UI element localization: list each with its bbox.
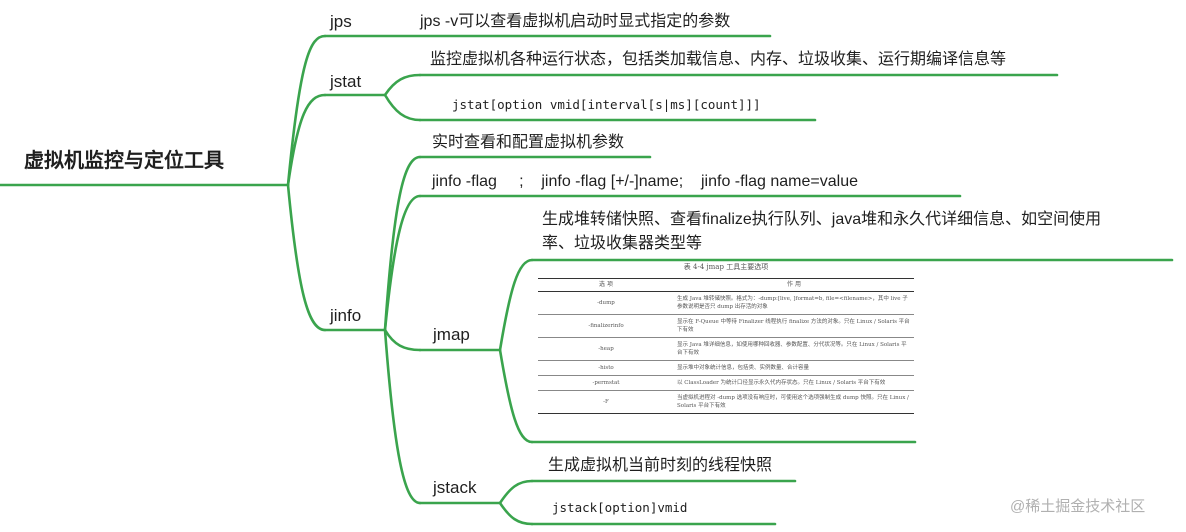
effect-cell: 显示在 F-Queue 中等待 Finalizer 线程执行 finalize …: [674, 314, 914, 338]
option-cell: -dump: [538, 291, 674, 315]
jinfo-desc: 实时查看和配置虚拟机参数: [432, 134, 625, 151]
jstack-desc: 生成虚拟机当前时刻的线程快照: [548, 457, 773, 474]
edge-jstat-desc: [383, 73, 422, 97]
table-header-effect: 作 用: [674, 278, 914, 292]
effect-cell: 生成 Java 堆转储快照。格式为：-dump:[live, ]format=b…: [674, 291, 914, 315]
node-jps: jps: [330, 12, 352, 31]
table-caption: 表 4-4 jmap 工具主要选项: [683, 263, 769, 271]
options-table: 选 项 作 用 -dump 生成 Java 堆转储快照。格式为：-dump:[l…: [538, 278, 914, 414]
table-row: -dump 生成 Java 堆转储快照。格式为：-dump:[live, ]fo…: [538, 291, 914, 315]
root-title: 虚拟机监控与定位工具: [24, 150, 224, 172]
effect-cell: 当虚拟机进程对 -dump 选项没有响应时，可使用这个选项强制生成 dump 快…: [674, 390, 914, 414]
watermark: @稀土掘金技术社区: [1010, 498, 1146, 515]
edge-jinfo: [286, 183, 327, 332]
edge-jinfo-usage: [383, 194, 422, 332]
option-cell: -finalizerinfo: [538, 314, 674, 338]
option-cell: -permstat: [538, 375, 674, 391]
edge-jstat-code: [383, 93, 422, 122]
jps-desc: jps -v可以查看虚拟机启动时显式指定的参数: [420, 13, 731, 30]
table-row: -finalizerinfo 显示在 F-Queue 中等待 Finalizer…: [538, 314, 914, 338]
effect-cell: 以 ClassLoader 为统计口径显示永久代内存状态。只在 Linux / …: [674, 375, 914, 391]
node-jstack: jstack: [433, 478, 477, 497]
edge-jmap: [383, 328, 422, 352]
option-cell: -heap: [538, 337, 674, 361]
edge-jps: [286, 34, 327, 187]
node-jstat: jstat: [330, 72, 362, 91]
jmap-desc-line1: 生成堆转储快照、查看finalize执行队列、java堆和永久代详细信息、如空间…: [542, 211, 1102, 228]
edge-jmap-desc: [498, 258, 534, 352]
option-cell: -F: [538, 390, 674, 414]
edge-jstat: [286, 93, 327, 187]
node-jmap: jmap: [433, 325, 470, 344]
jstat-desc: 监控虚拟机各种运行状态，包括类加载信息、内存、垃圾收集、运行期编译信息等: [430, 51, 1007, 68]
jstat-code: jstat[option vmid[interval[s|ms][count]]…: [452, 97, 761, 112]
table-row: -permstat 以 ClassLoader 为统计口径显示永久代内存状态。只…: [538, 375, 914, 391]
edge-jmap-table: [498, 348, 534, 444]
jmap-options-table: 表 4-4 jmap 工具主要选项 选 项 作 用 -dump 生成 Java …: [538, 262, 914, 414]
jmap-desc-line2: 率、垃圾收集器类型等: [542, 235, 703, 252]
table-row: -heap 显示 Java 堆详细信息，如使用哪种回收器、参数配置、分代状况等。…: [538, 337, 914, 361]
node-jinfo: jinfo: [330, 306, 362, 325]
table-row: -F 当虚拟机进程对 -dump 选项没有响应时，可使用这个选项强制生成 dum…: [538, 390, 914, 414]
jstack-code: jstack[option]vmid: [552, 500, 688, 515]
edge-jstack: [383, 328, 422, 505]
table-row: -histo 显示堆中对象统计信息，包括类、实例数量、合计容量: [538, 360, 914, 376]
edge-jstack-code: [498, 501, 534, 526]
edge-jstack-desc: [498, 479, 534, 505]
jinfo-usage: jinfo -flag ; jinfo -flag [+/-]name; jin…: [432, 173, 858, 190]
effect-cell: 显示堆中对象统计信息，包括类、实例数量、合计容量: [674, 360, 914, 376]
option-cell: -histo: [538, 360, 674, 376]
effect-cell: 显示 Java 堆详细信息，如使用哪种回收器、参数配置、分代状况等。只在 Lin…: [674, 337, 914, 361]
table-header-option: 选 项: [538, 278, 674, 292]
edge-jinfo-desc: [383, 155, 422, 332]
